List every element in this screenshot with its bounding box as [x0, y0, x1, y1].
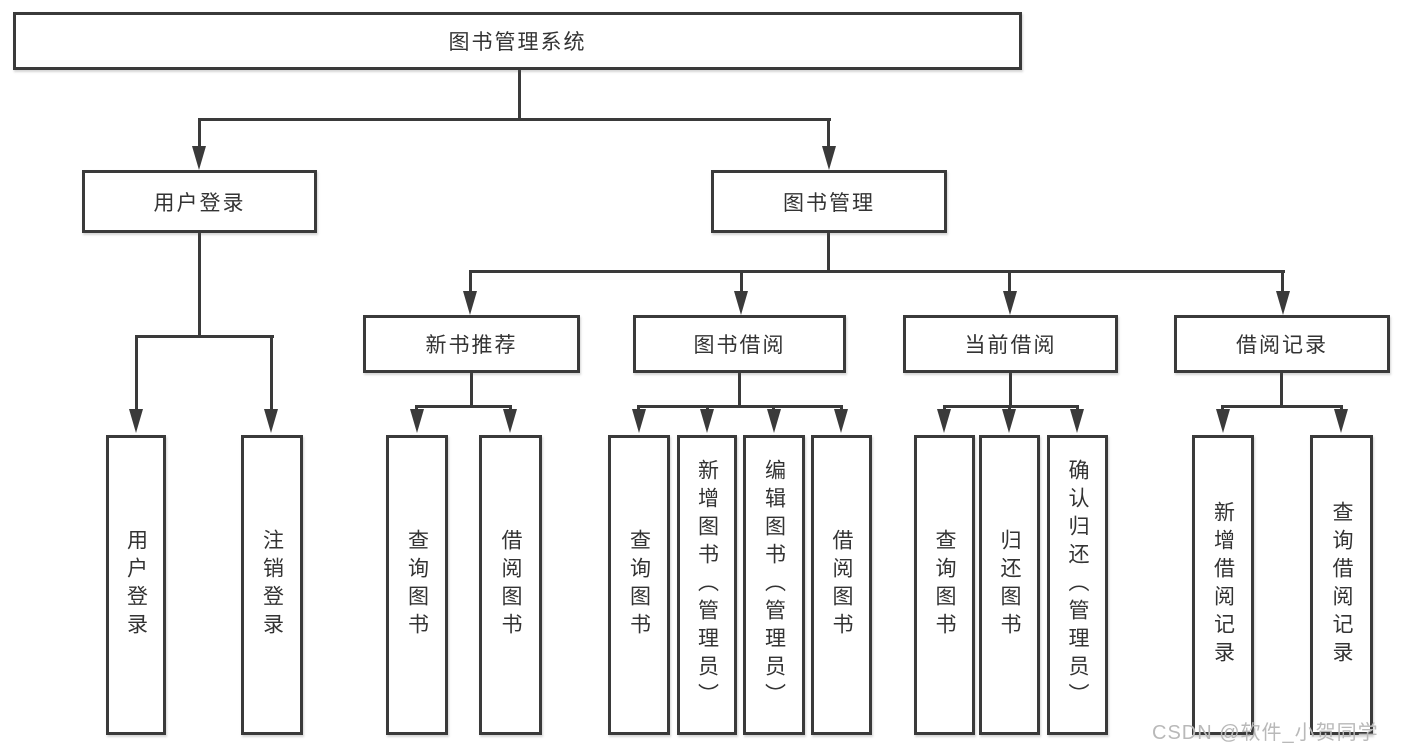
- connector-userlogin-drop: [198, 233, 201, 337]
- arrowhead-leaf-query-1: [410, 409, 424, 433]
- connector-stub-bookborrow: [740, 270, 743, 293]
- leaf-label: 新增借阅记录: [1211, 501, 1235, 669]
- leaf-label: 查询图书: [627, 529, 651, 641]
- arrowhead-borrowrecords: [1276, 291, 1290, 315]
- leaf-label: 确认归还（管理员）: [1066, 459, 1089, 711]
- connector-stub-leaf-login: [135, 335, 138, 411]
- node-user-login: 用户登录: [82, 170, 317, 233]
- connector-stub-newbooks: [469, 270, 472, 293]
- leaf-query-borrow-record: 查询借阅记录: [1310, 435, 1373, 735]
- arrowhead-newbooks: [463, 291, 477, 315]
- leaf-user-login: 用户登录: [106, 435, 166, 735]
- node-label: 用户登录: [153, 191, 246, 215]
- leaf-query-books-2: 查询图书: [608, 435, 670, 735]
- leaf-query-books-3: 查询图书: [914, 435, 975, 735]
- node-label: 图书管理: [783, 191, 875, 215]
- connector-stub-book-management: [827, 118, 830, 148]
- connector-bookborrow-spread: [637, 405, 843, 408]
- connector-currentborrow-spread: [943, 405, 1079, 408]
- leaf-label: 用户登录: [124, 529, 148, 641]
- leaf-borrow-books-1: 借阅图书: [479, 435, 542, 735]
- connector-borrowrecords-drop: [1280, 373, 1283, 407]
- arrowhead-leaf-login: [129, 409, 143, 433]
- leaf-label: 归还图书: [998, 529, 1021, 641]
- connector-userlogin-spread: [135, 335, 274, 338]
- arrowhead-bookborrow: [734, 291, 748, 315]
- leaf-add-books-admin: 新增图书（管理员）: [677, 435, 737, 735]
- leaf-label: 查询图书: [405, 529, 429, 641]
- connector-bookmgmt-drop: [827, 233, 830, 272]
- leaf-label: 借阅图书: [499, 529, 522, 641]
- arrowhead-leaf-return: [1002, 409, 1016, 433]
- connector-stub-user-login: [198, 118, 201, 148]
- node-new-book-recommendation: 新书推荐: [363, 315, 580, 373]
- node-label: 图书管理系统: [448, 31, 587, 54]
- node-label: 借阅记录: [1236, 334, 1328, 357]
- leaf-label: 编辑图书（管理员）: [762, 459, 786, 711]
- connector-root-spread: [198, 118, 831, 121]
- connector-newbooks-drop: [470, 373, 473, 407]
- leaf-add-borrow-record: 新增借阅记录: [1192, 435, 1254, 735]
- leaf-label: 查询借阅记录: [1330, 501, 1353, 669]
- leaf-edit-books-admin: 编辑图书（管理员）: [743, 435, 805, 735]
- connector-newbooks-spread: [415, 405, 512, 408]
- arrowhead-leaf-borrow-2: [834, 409, 848, 433]
- connector-stub-borrowrecords: [1281, 270, 1284, 293]
- arrowhead-leaf-query-2: [632, 409, 646, 433]
- arrowhead-leaf-query-record: [1334, 409, 1348, 433]
- leaf-borrow-books-2: 借阅图书: [811, 435, 872, 735]
- arrowhead-leaf-edit-books: [767, 409, 781, 433]
- leaf-label: 注销登录: [260, 529, 284, 641]
- arrowhead-leaf-add-record: [1216, 409, 1230, 433]
- arrowhead-leaf-borrow-1: [503, 409, 517, 433]
- connector-currentborrow-drop: [1009, 373, 1012, 407]
- connector-bookborrow-drop: [738, 373, 741, 407]
- arrowhead-leaf-add-books: [700, 409, 714, 433]
- leaf-label: 借阅图书: [830, 529, 853, 641]
- node-borrowing-records: 借阅记录: [1174, 315, 1390, 373]
- node-book-management: 图书管理: [711, 170, 947, 233]
- connector-stub-leaf-logout: [270, 335, 273, 411]
- leaf-logout: 注销登录: [241, 435, 303, 735]
- connector-root-drop: [518, 70, 521, 118]
- arrowhead-user-login: [192, 146, 206, 170]
- connector-stub-currentborrow: [1008, 270, 1011, 293]
- node-library-management-system: 图书管理系统: [13, 12, 1022, 70]
- connector-borrowrecords-spread: [1221, 405, 1343, 408]
- arrowhead-currentborrow: [1003, 291, 1017, 315]
- node-label: 图书借阅: [693, 334, 786, 357]
- arrowhead-leaf-logout: [264, 409, 278, 433]
- csdn-watermark: CSDN @软件_小贺同学: [1152, 722, 1379, 744]
- leaf-label: 查询图书: [933, 529, 956, 641]
- leaf-confirm-return-admin: 确认归还（管理员）: [1047, 435, 1108, 735]
- arrowhead-leaf-confirm-return: [1070, 409, 1084, 433]
- leaf-return-books: 归还图书: [979, 435, 1040, 735]
- leaf-query-books-1: 查询图书: [386, 435, 448, 735]
- arrowhead-book-management: [822, 146, 836, 170]
- arrowhead-leaf-query-3: [937, 409, 951, 433]
- node-label: 新书推荐: [425, 334, 518, 357]
- leaf-label: 新增图书（管理员）: [695, 459, 719, 711]
- connector-bookmgmt-spread: [469, 270, 1285, 273]
- node-current-borrowing: 当前借阅: [903, 315, 1118, 373]
- node-label: 当前借阅: [964, 334, 1057, 357]
- node-book-borrowing: 图书借阅: [633, 315, 846, 373]
